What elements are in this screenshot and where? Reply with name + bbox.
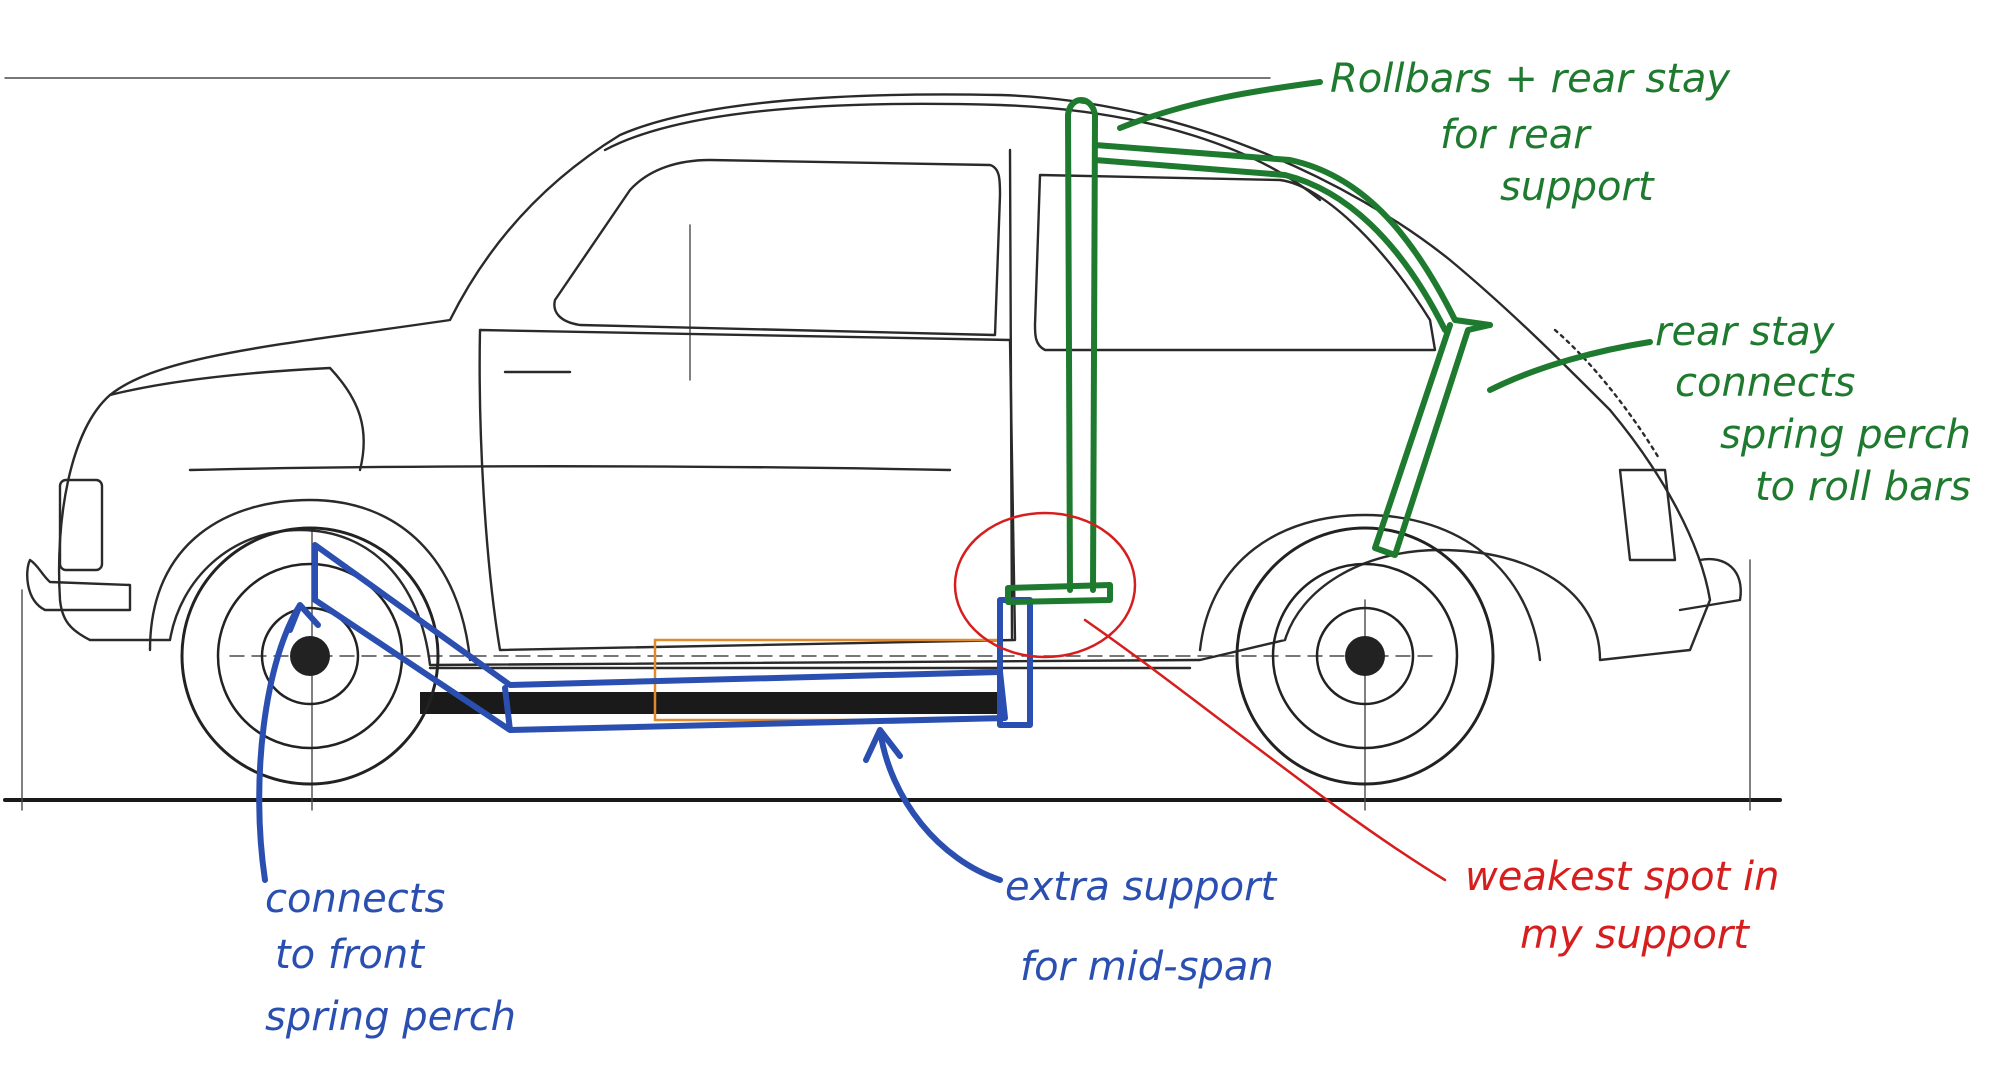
weakest-line-2: my support bbox=[1520, 912, 1750, 958]
weakest-annotation: weakest spot in my support bbox=[1465, 854, 1792, 958]
rear-lamp bbox=[1618, 468, 1677, 562]
weakest-line-1: weakest spot in bbox=[1465, 854, 1779, 900]
mid-span-leader bbox=[863, 727, 1003, 883]
body-outline bbox=[57, 93, 1712, 667]
mid-span-annotation: extra support for mid-span bbox=[1005, 864, 1289, 990]
rear-stay-leader bbox=[1487, 339, 1653, 393]
front-bumper bbox=[26, 558, 132, 612]
front-hood bbox=[108, 366, 365, 472]
door-outline bbox=[478, 328, 1017, 652]
rear-stay-line-2: connects bbox=[1675, 360, 1855, 406]
rear-stay-line-3: spring perch bbox=[1720, 412, 1971, 458]
weak-spot-circle bbox=[953, 511, 1137, 659]
roll-bar bbox=[1065, 97, 1493, 593]
weak-spot-leader bbox=[1083, 618, 1447, 882]
front-wheel-arch bbox=[148, 498, 472, 662]
roll-bar-base bbox=[1005, 582, 1113, 605]
mid-span-line-1: extra support bbox=[1005, 864, 1278, 910]
roll-bars-line-3: support bbox=[1500, 164, 1655, 210]
rear-stay-line-1: rear stay bbox=[1655, 309, 1836, 355]
engine-vents bbox=[1553, 328, 1662, 462]
roll-bars-line-2: for rear bbox=[1440, 112, 1592, 158]
roll-bars-annotation: Rollbars + rear stay for rear support bbox=[1330, 56, 1743, 210]
rocker-panel bbox=[420, 692, 1000, 714]
rear-wheel-arch bbox=[1198, 513, 1542, 662]
mid-span-line-2: for mid-span bbox=[1020, 944, 1274, 990]
headlight bbox=[58, 478, 104, 572]
front-perch-line-2: to front bbox=[275, 932, 425, 978]
front-window bbox=[553, 158, 1002, 337]
front-perch-line-1: connects bbox=[265, 876, 445, 922]
car-line-art bbox=[3, 77, 1782, 811]
front-perch-line-3: spring perch bbox=[265, 994, 516, 1040]
front-perch-leader bbox=[256, 602, 321, 883]
rear-window bbox=[1033, 173, 1437, 352]
rear-stay-line-4: to roll bars bbox=[1755, 464, 1971, 510]
front-perch-annotation: connects to front spring perch bbox=[265, 876, 516, 1040]
roll-bars-line-1: Rollbars + rear stay bbox=[1330, 56, 1731, 102]
rear-stay bbox=[1372, 322, 1493, 558]
roll-bars-leader bbox=[1117, 79, 1323, 131]
belt-line bbox=[188, 465, 952, 472]
rear-bumper bbox=[1678, 557, 1742, 612]
rear-stay-annotation: rear stay connects spring perch to roll … bbox=[1655, 309, 1984, 510]
b-pillar bbox=[1008, 148, 1014, 642]
rear-wheel bbox=[1235, 526, 1495, 786]
